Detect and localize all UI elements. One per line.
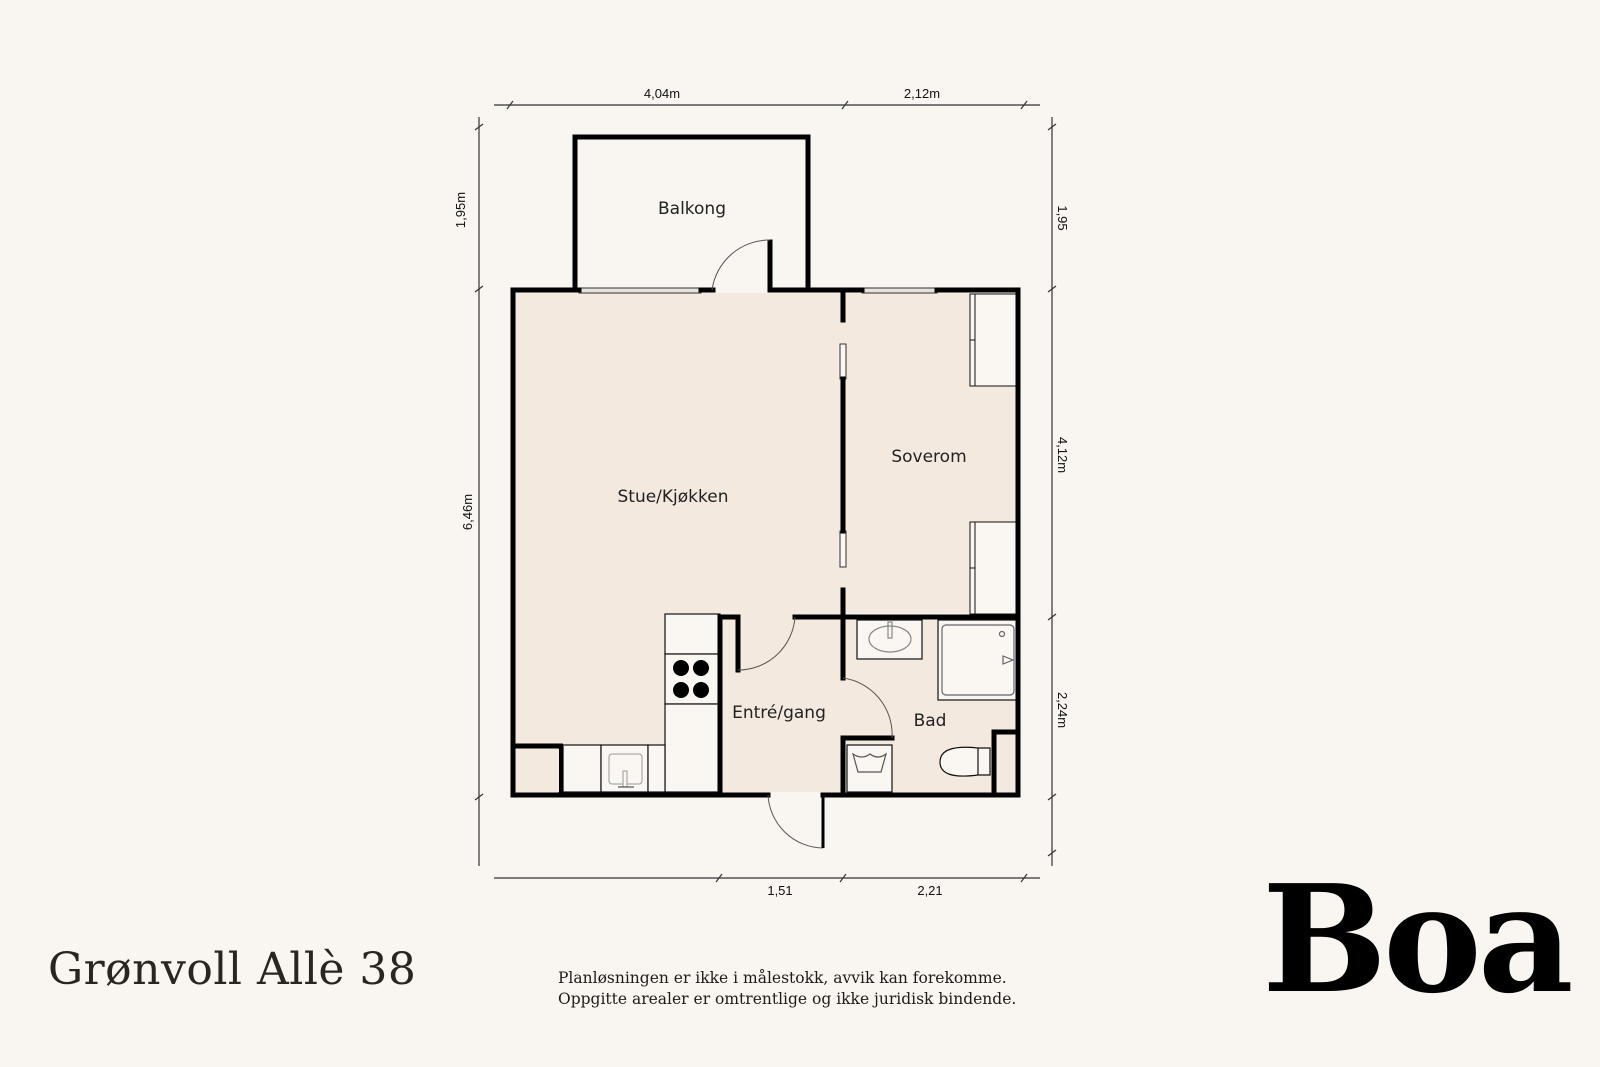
bathroom-fixtures [846,619,1019,793]
dim-right-1: 1,95 [1055,205,1070,230]
washing-machine [846,744,893,793]
kitchen-counter-top [664,613,721,655]
window-bedroom [861,287,938,294]
disclaimer: Planløsningen er ikke i målestokk, avvik… [558,968,1016,1010]
stove-burners-icon [673,660,709,698]
room-label-balcony: Balkong [658,199,726,219]
balcony-door [711,239,771,291]
door-swings [711,239,893,849]
property-address: Grønvoll Allè 38 [48,944,417,995]
wardrobe-bottom [969,521,1019,615]
shower [937,619,1019,701]
disclaimer-line-2: Oppgitte arealer er omtrentlige og ikke … [558,990,1017,1008]
stove [664,653,721,705]
hallway-door [737,616,796,671]
dim-left-2: 6,46m [460,494,475,530]
washing-symbol-icon [851,752,888,773]
dim-bottom-2: 2,21 [917,883,942,898]
dimension-lines [474,100,1057,883]
wardrobes [969,293,1019,615]
kitchen-counter-mid [664,703,721,793]
closet [516,749,559,792]
boa-logo: Boa [1262,852,1574,1026]
dim-right-2: 4,12m [1055,437,1070,473]
dim-top-1: 4,04m [644,86,680,101]
toilet-icon [939,746,991,777]
dim-top-2: 2,12m [904,86,940,101]
disclaimer-line-1: Planløsningen er ikke i målestokk, avvik… [558,969,1007,987]
entrance-door [767,794,824,849]
sliding-door-bottom [839,530,847,568]
walls [510,134,1021,798]
room-label-hallway: Entré/gang [732,703,826,723]
room-label-living-kitchen: Stue/Kjøkken [617,487,728,507]
dim-left-1: 1,95m [453,192,468,228]
window-living [578,287,702,294]
room-label-bedroom: Soverom [891,447,966,467]
dim-bottom-1: 1,51 [767,883,792,898]
dim-right-3: 2,24m [1055,692,1070,728]
kitchen-counter-bottom-1 [562,744,602,793]
bathroom-door [842,677,893,739]
wardrobe-top [969,293,1019,387]
kitchen-sink-icon [608,753,643,788]
sliding-door-top [839,343,847,380]
washbasin-icon [868,625,912,653]
room-label-bathroom: Bad [914,711,947,731]
